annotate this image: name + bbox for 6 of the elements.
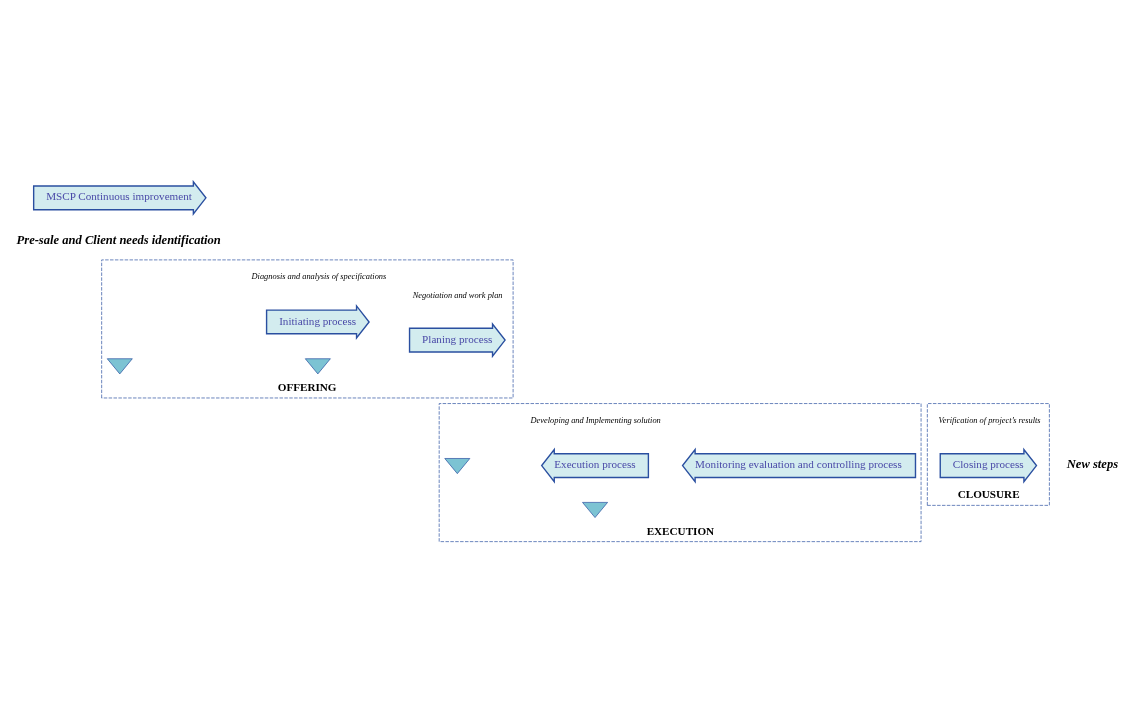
node-arrow: [106, 357, 133, 374]
node-arrow: [582, 501, 608, 518]
node-arrow: [304, 357, 331, 374]
node-text: New steps: [1066, 456, 1119, 471]
node-text: Pre-sale and Client needs identification: [16, 232, 221, 247]
node-arrow: [444, 457, 471, 474]
